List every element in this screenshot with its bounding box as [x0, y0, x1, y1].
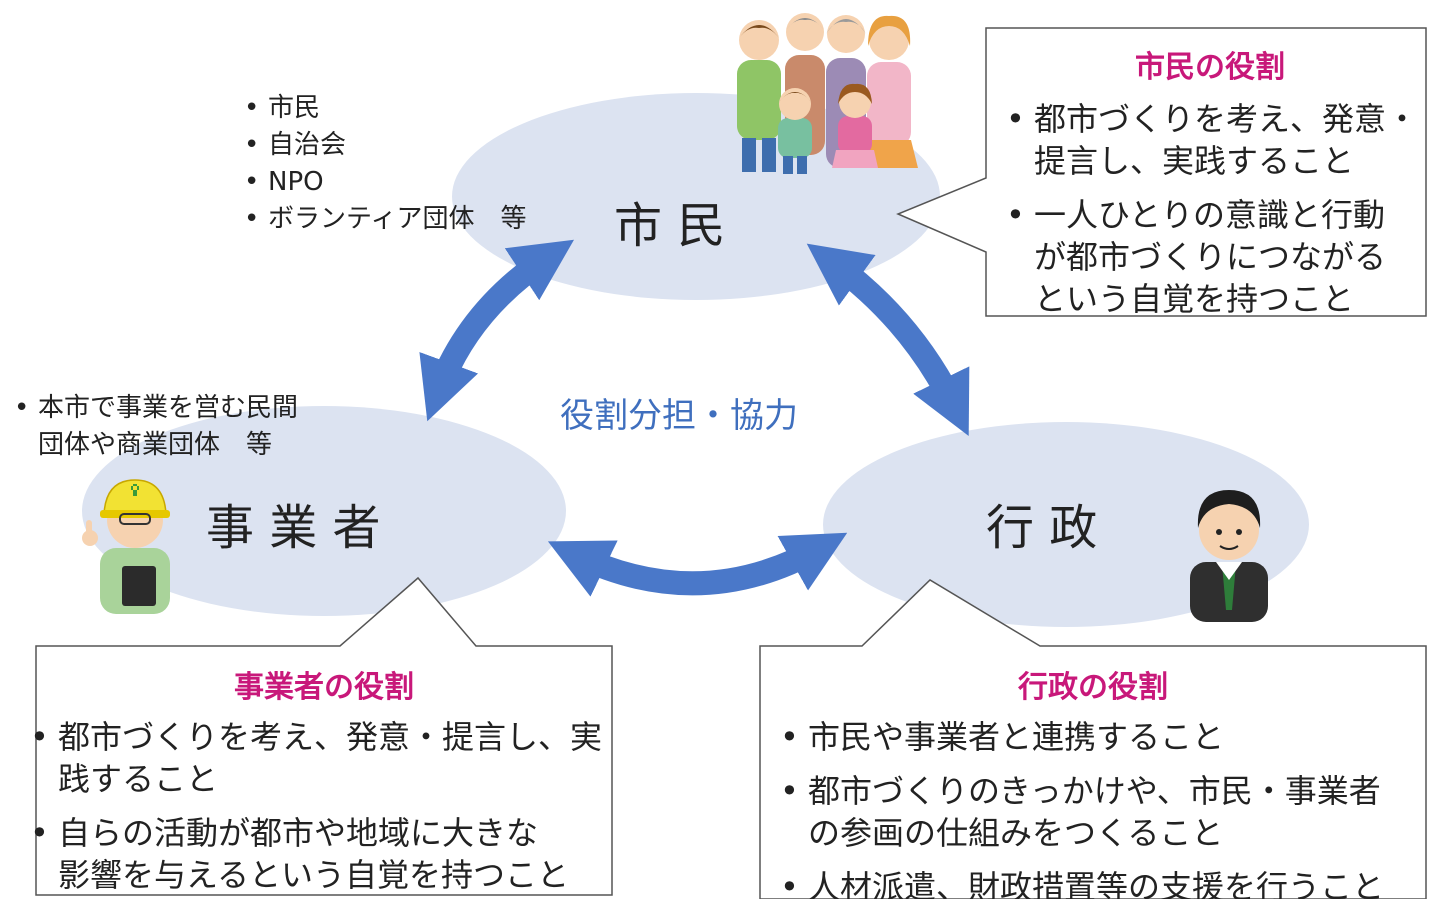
business-role-item: 自らの活動が都市や地域に大きな 影響を与えるという自覚を持つこと: [28, 812, 612, 896]
citizen-member: 市民: [242, 90, 526, 127]
citizen-member: 自治会: [242, 127, 526, 164]
business-role-line: 影響を与えるという自覚を持つこと: [58, 856, 570, 894]
government-role-line: 人材派遣、財政措置等の支援を行うこと: [808, 868, 1385, 899]
business-role-title: 事業者の役割: [234, 670, 414, 705]
citizen-role-item: 一人ひとりの意識と行動 が都市づくりにつながる という自覚を持つこと: [1004, 194, 1424, 320]
government-role-line: 都市づくりのきっかけや、市民・事業者: [808, 772, 1381, 810]
citizen-role-line: 一人ひとりの意識と行動: [1034, 196, 1386, 234]
business-role-list: 都市づくりを考え、発意・提言し、実 践すること 自らの活動が都市や地域に大きな …: [28, 716, 612, 899]
citizen-label: 市 民: [614, 198, 726, 254]
official-illustration: [1190, 490, 1268, 622]
arrow-citizen-government: [806, 243, 970, 437]
government-role-list: 市民や事業者と連携すること 都市づくりのきっかけや、市民・事業者 の参画の仕組み…: [778, 716, 1424, 899]
citizen-role-item: 都市づくりを考え、発意・ 提言し、実践すること: [1004, 98, 1424, 182]
arrow-citizen-business: [419, 239, 575, 422]
business-member-line: 団体や商業団体 等: [38, 430, 273, 460]
government-role-title: 行政の役割: [1018, 670, 1168, 705]
business-role-line: 都市づくりを考え、発意・提言し、実: [58, 718, 603, 756]
business-member: 本市で事業を営む民間 団体や商業団体 等: [12, 390, 298, 464]
business-role-item: 都市づくりを考え、発意・提言し、実 践すること: [28, 716, 612, 800]
government-role-line: 市民や事業者と連携すること: [808, 718, 1225, 756]
business-label: 事 業 者: [206, 500, 381, 556]
citizen-role-line: 都市づくりを考え、発意・: [1034, 100, 1419, 138]
citizen-role-title: 市民の役割: [1135, 50, 1285, 85]
citizen-member: ボランティア団体 等: [242, 201, 526, 238]
family-illustration: [737, 13, 918, 174]
center-label: 役割分担・協力: [560, 396, 798, 436]
citizen-role-line: が都市づくりにつながる: [1034, 238, 1387, 276]
government-role-item: 都市づくりのきっかけや、市民・事業者 の参画の仕組みをつくること: [778, 770, 1424, 854]
citizen-role-line: という自覚を持つこと: [1034, 280, 1355, 318]
government-label: 行 政: [986, 500, 1098, 556]
business-member-line: 本市で事業を営む民間: [38, 393, 299, 423]
arrow-business-government: [547, 532, 848, 597]
business-members-list: 本市で事業を営む民間 団体や商業団体 等: [12, 390, 298, 464]
citizen-role-line: 提言し、実践すること: [1034, 142, 1355, 180]
worker-illustration: [82, 479, 170, 614]
government-role-item: 市民や事業者と連携すること: [778, 716, 1424, 758]
citizen-role-list: 都市づくりを考え、発意・ 提言し、実践すること 一人ひとりの意識と行動 が都市づ…: [1004, 98, 1424, 332]
citizen-member: NPO: [242, 164, 526, 201]
government-role-line: の参画の仕組みをつくること: [808, 814, 1224, 852]
government-role-item: 人材派遣、財政措置等の支援を行うこと: [778, 866, 1424, 899]
business-role-line: 践すること: [58, 760, 219, 798]
citizen-members-list: 市民 自治会 NPO ボランティア団体 等: [242, 90, 526, 238]
business-role-line: 自らの活動が都市や地域に大きな: [58, 814, 539, 852]
